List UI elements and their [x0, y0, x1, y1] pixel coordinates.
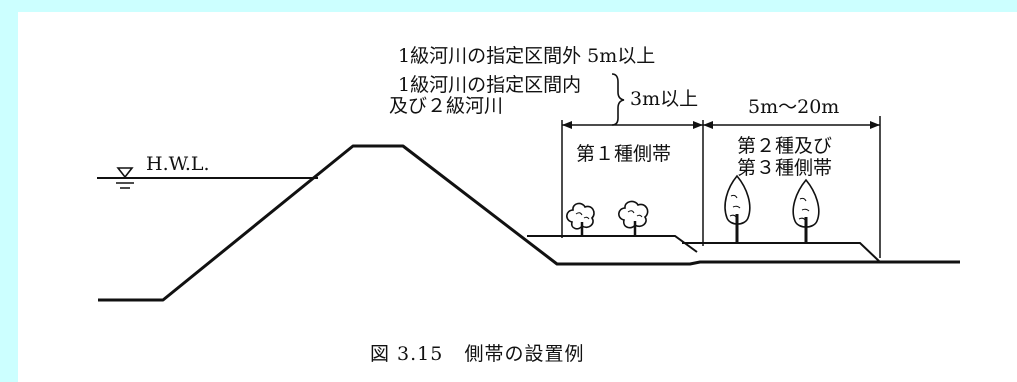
zone1-label: 第１種側帯 [576, 143, 671, 165]
arrowhead-mid-left-icon [693, 121, 703, 129]
levee-side-zone-diagram: H.W.L. 1級河川の指定区間外 5m以上 1級河川の指定区間内 及び２級河川… [97, 45, 960, 302]
note-class1-outside: 1級河川の指定区間外 5m以上 [398, 45, 655, 67]
side-zone-23-fill [682, 242, 881, 263]
caption-number: 図 3.15 [370, 343, 444, 365]
levee-profile-line [98, 144, 960, 302]
arrowhead-left-icon [562, 121, 572, 129]
note-class2: 及び２級河川 [389, 95, 503, 117]
caption-title: 側帯の設置例 [464, 343, 585, 365]
water-level-marker-icon [116, 167, 134, 179]
arrowhead-mid-right-icon [703, 121, 713, 129]
brace-symbol [611, 73, 625, 126]
zone23-label-line2: 第３種側帯 [737, 157, 832, 179]
round-tree-icon [618, 200, 649, 237]
arrowhead-right-icon [870, 121, 880, 129]
tall-tree-icon [792, 178, 820, 244]
round-tree-icon [566, 202, 595, 237]
figure-panel: H.W.L. 1級河川の指定区間外 5m以上 1級河川の指定区間内 及び２級河川… [18, 12, 1017, 382]
side-zone-1-fill [527, 235, 698, 253]
note-class1-inside: 1級河川の指定区間内 [398, 74, 581, 96]
figure-caption: 図 3.15 側帯の設置例 [370, 339, 790, 366]
hwl-label: H.W.L. [146, 153, 210, 175]
tall-tree-icon [724, 174, 751, 244]
width-range-label: 5m～20m [748, 96, 839, 118]
zone23-label-line1: 第２種及び [737, 135, 832, 157]
note-3m: 3m以上 [630, 88, 698, 110]
